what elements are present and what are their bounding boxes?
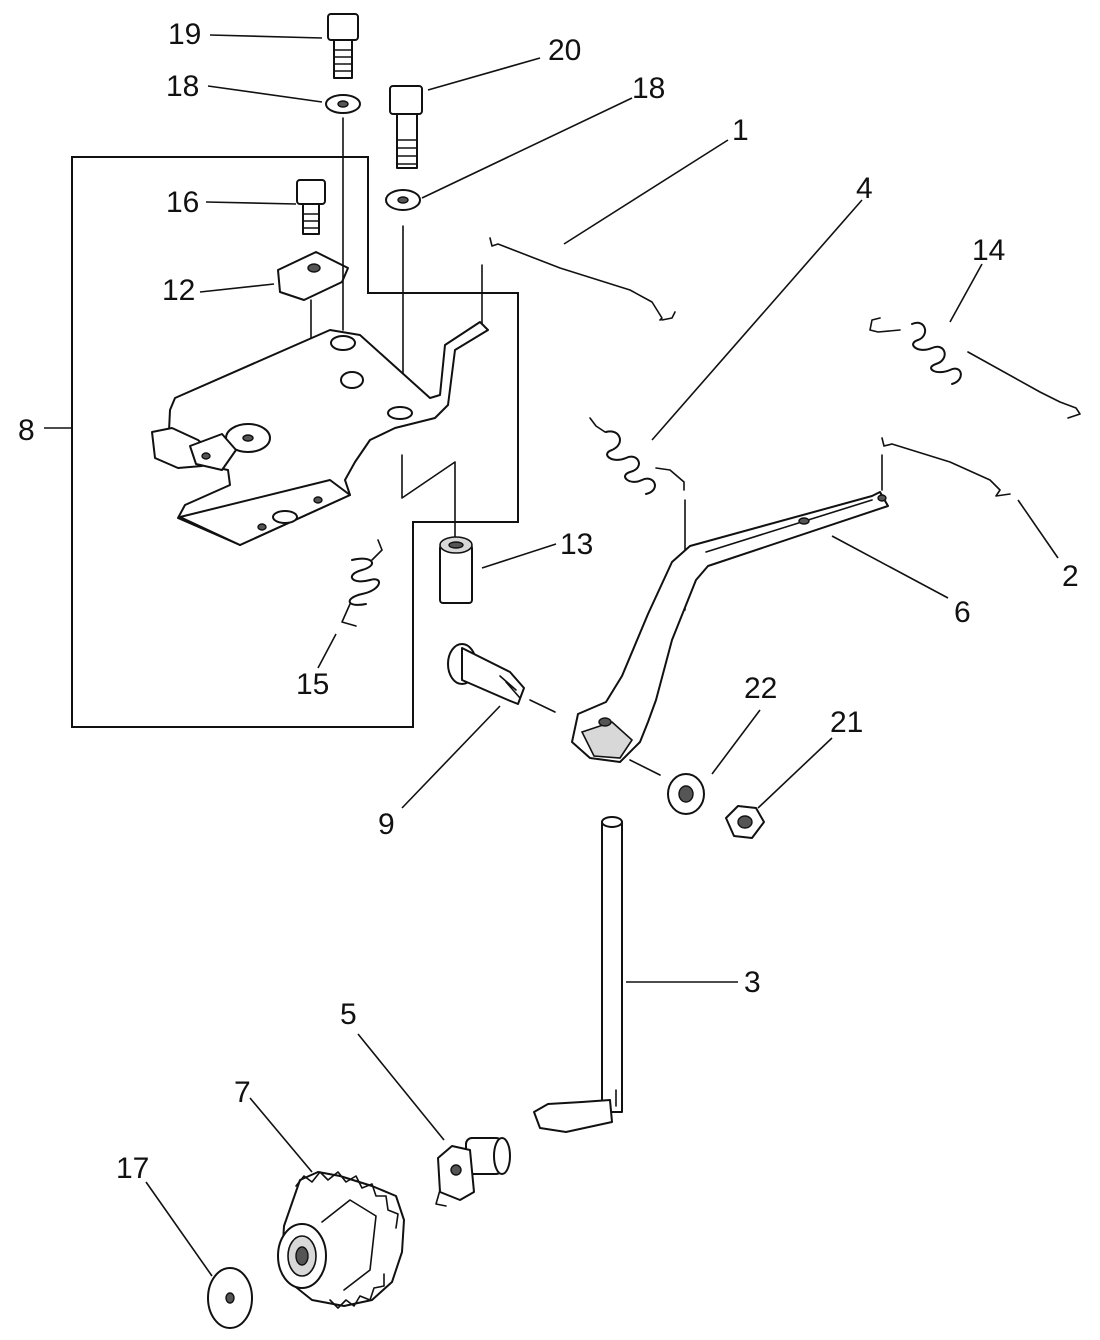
callout-21: 21 [830, 706, 863, 739]
callout-9: 9 [378, 808, 395, 841]
part-22-washer [667, 773, 705, 815]
callout-3: 3 [744, 966, 761, 999]
part-4-spring [589, 417, 685, 495]
part-21-nut [725, 805, 765, 839]
part-6-governor-lever [571, 491, 889, 763]
part-13-spacer [439, 536, 473, 604]
part-20-bolt [389, 85, 423, 169]
part-16-bolt [296, 179, 326, 235]
callout-5: 5 [340, 998, 357, 1031]
callout-labels: 19 18 20 18 1 16 4 14 12 8 13 2 6 15 22 … [18, 18, 1079, 1185]
part-2-link-rod [881, 437, 1011, 497]
callout-12: 12 [162, 274, 195, 307]
callout-20: 20 [548, 34, 581, 67]
callout-18-right: 18 [632, 72, 665, 105]
callout-7: 7 [234, 1076, 251, 1109]
part-3-governor-shaft [533, 816, 623, 1133]
callout-15: 15 [296, 668, 329, 701]
callout-4: 4 [856, 172, 873, 205]
assembly-8-frame [71, 156, 519, 728]
leader-lines [44, 34, 1059, 1277]
part-7-governor-gear [277, 1171, 405, 1309]
callout-2: 2 [1062, 560, 1079, 593]
part-8-control-bracket [151, 321, 489, 546]
part-14-spring [869, 317, 1081, 419]
callout-16: 16 [166, 186, 199, 219]
part-5-governor-part [435, 1137, 511, 1207]
callout-13: 13 [560, 528, 593, 561]
callout-1: 1 [732, 114, 749, 147]
part-19-bolt [327, 13, 359, 79]
part-15-spring [341, 539, 383, 627]
part-17-washer [207, 1267, 253, 1329]
callout-18-left: 18 [166, 70, 199, 103]
part-9-pivot-pin [447, 643, 556, 713]
callout-22: 22 [744, 672, 777, 705]
callout-17: 17 [116, 1152, 149, 1185]
callout-6: 6 [954, 596, 971, 629]
callout-19: 19 [168, 18, 201, 51]
callout-8: 8 [18, 414, 35, 447]
part-12-clamp [277, 251, 349, 301]
part-1-link-rod [489, 237, 676, 321]
callout-14: 14 [972, 234, 1005, 267]
